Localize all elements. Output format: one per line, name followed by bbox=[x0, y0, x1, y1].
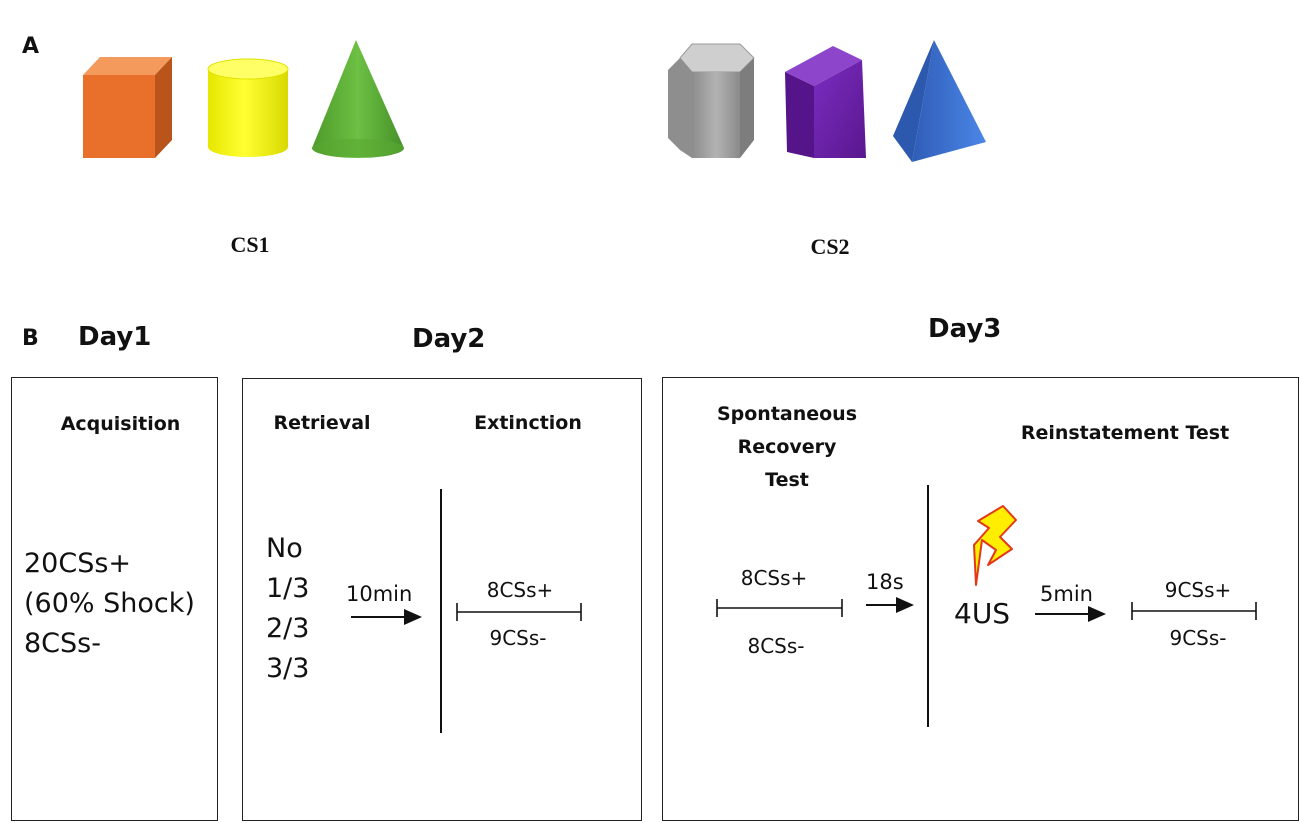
reinstatement-bar bbox=[1131, 602, 1257, 620]
ri-minus-label: 9CSs- bbox=[1169, 626, 1227, 650]
sr-plus-label: 8CSs+ bbox=[740, 566, 808, 590]
retrieval-option: 3/3 bbox=[266, 653, 310, 684]
reinstatement-heading: Reinstatement Test bbox=[1020, 422, 1230, 444]
day1-box bbox=[11, 377, 218, 821]
spontaneous-recovery-bar bbox=[716, 599, 843, 617]
day3-title: Day3 bbox=[928, 314, 1002, 344]
acquisition-line: 20CSs+ bbox=[24, 548, 132, 579]
panel-b-letter: B bbox=[22, 326, 39, 351]
interval-10min: 10min bbox=[346, 582, 413, 606]
cs1-label: CS1 bbox=[230, 232, 270, 257]
day1-title: Day1 bbox=[78, 322, 152, 352]
us-label: 4US bbox=[954, 597, 1011, 630]
day2-title: Day2 bbox=[412, 324, 486, 354]
lightning-bolt-icon bbox=[973, 505, 1017, 586]
extinction-minus-label: 9CSs- bbox=[489, 626, 547, 650]
cs2-label: CS2 bbox=[810, 234, 850, 259]
cylinder-shape bbox=[207, 58, 289, 157]
acquisition-line: (60% Shock) bbox=[24, 588, 195, 619]
extinction-plus-label: 8CSs+ bbox=[486, 578, 554, 602]
acquisition-heading: Acquisition bbox=[60, 413, 181, 435]
retrieval-options: No 1/3 2/3 3/3 bbox=[266, 529, 309, 689]
hexagonal-prism-shape bbox=[668, 43, 755, 158]
extinction-heading: Extinction bbox=[474, 412, 582, 434]
retrieval-option: 2/3 bbox=[266, 613, 310, 644]
spontaneous-recovery-heading: Spontaneous Recovery Test bbox=[712, 398, 862, 497]
acquisition-line: 8CSs- bbox=[24, 628, 101, 659]
pentagonal-prism-shape bbox=[785, 46, 866, 158]
retrieval-option: No bbox=[266, 533, 303, 564]
spontaneous-heading-line: Spontaneous bbox=[716, 403, 858, 425]
sr-minus-label: 8CSs- bbox=[747, 634, 805, 658]
cone-shape bbox=[312, 40, 404, 158]
day3-box bbox=[662, 377, 1299, 821]
extinction-bar bbox=[456, 603, 582, 621]
pyramid-shape bbox=[893, 40, 986, 162]
cube-shape bbox=[83, 57, 172, 158]
acquisition-text: 20CSs+ (60% Shock) 8CSs- bbox=[24, 544, 195, 664]
panel-a-letter: A bbox=[22, 34, 40, 59]
interval-5min: 5min bbox=[1040, 582, 1093, 606]
retrieval-heading: Retrieval bbox=[273, 412, 371, 434]
interval-18s: 18s bbox=[866, 570, 904, 594]
day2-box bbox=[242, 378, 642, 821]
spontaneous-heading-line: Test bbox=[765, 469, 809, 491]
ri-plus-label: 9CSs+ bbox=[1164, 578, 1232, 602]
spontaneous-heading-line: Recovery bbox=[737, 436, 837, 458]
retrieval-option: 1/3 bbox=[266, 573, 310, 604]
